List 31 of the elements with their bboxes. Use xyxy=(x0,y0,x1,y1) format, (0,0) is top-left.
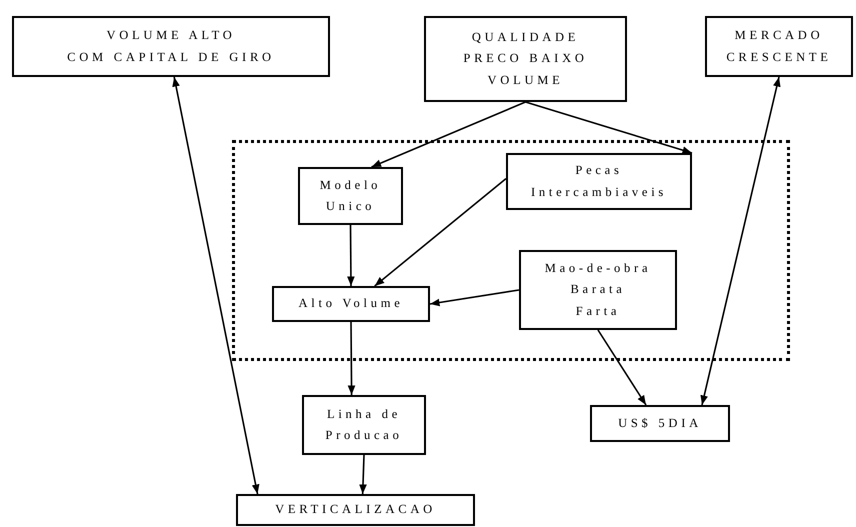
arrow xyxy=(430,289,520,306)
arrow xyxy=(371,101,526,168)
process-box xyxy=(298,167,403,225)
arrow xyxy=(700,76,781,406)
box-label: MERCADO CRESCENTE xyxy=(726,27,832,66)
process-box xyxy=(272,286,430,322)
arrow xyxy=(172,76,260,494)
box-label: US$ 5DIA xyxy=(618,414,702,432)
arrow xyxy=(525,101,692,154)
process-box xyxy=(519,250,677,330)
arrow xyxy=(347,225,355,286)
process-box xyxy=(590,405,730,442)
box-label: QUALIDADE PRECO BAIXO VOLUME xyxy=(463,29,588,89)
process-box xyxy=(705,16,853,77)
process-box xyxy=(302,395,426,455)
arrow xyxy=(597,330,647,406)
box-label: Alto Volume xyxy=(298,295,404,312)
box-label: Modelo Unico xyxy=(320,176,382,215)
box-label: Pecas Intercambiaveis xyxy=(530,162,668,200)
arrow xyxy=(348,322,356,395)
dotted-group-box xyxy=(232,140,790,361)
process-box xyxy=(12,16,330,77)
arrow xyxy=(374,178,506,287)
process-box xyxy=(506,153,692,210)
arrow xyxy=(359,454,367,494)
box-label: VERTICALIZACAO xyxy=(275,501,436,518)
box-label: Mao-de-obra Barata Farta xyxy=(544,260,652,320)
box-label: VOLUME ALTO COM CAPITAL DE GIRO xyxy=(67,27,275,66)
box-label: Linha de Producao xyxy=(325,406,403,444)
process-box xyxy=(236,494,475,526)
process-box xyxy=(424,16,627,102)
